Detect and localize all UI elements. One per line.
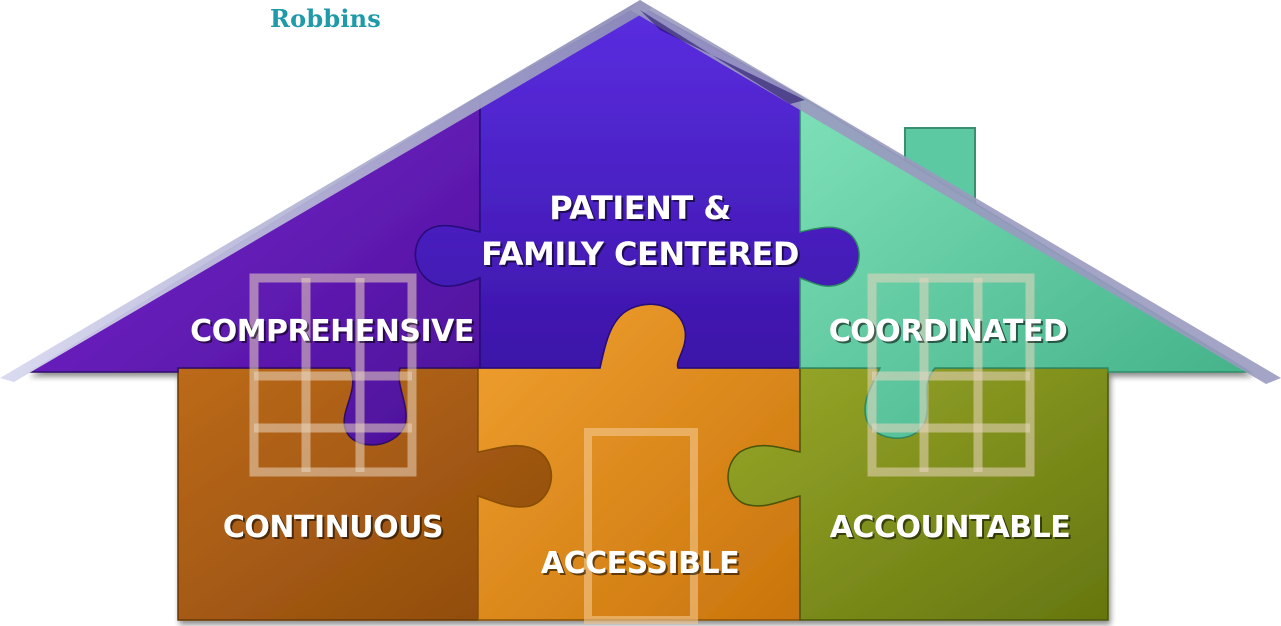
- window-left: [249, 273, 417, 477]
- label-continuous-shadow: CONTINUOUS: [225, 512, 445, 547]
- label-patient-line1-shadow: PATIENT &: [551, 191, 733, 229]
- label-accountable-shadow: ACCOUNTABLE: [832, 512, 1073, 547]
- label-patient-line1: PATIENT &: [549, 189, 731, 227]
- label-continuous: CONTINUOUS: [223, 510, 443, 545]
- label-coordinated-shadow: COORDINATED: [831, 316, 1070, 351]
- window-right: [867, 273, 1035, 477]
- label-patient-line2-shadow: FAMILY CENTERED: [483, 237, 801, 275]
- door: [584, 428, 698, 624]
- label-coordinated: COORDINATED: [829, 314, 1068, 349]
- brand-text: Robbins: [270, 4, 381, 33]
- label-comprehensive: COMPREHENSIVE: [190, 314, 474, 349]
- roof-ridge-shadow: [640, 10, 805, 104]
- roof-trim-left: [0, 0, 652, 382]
- label-accessible-shadow: ACCESSIBLE: [543, 548, 741, 583]
- label-patient-line2: FAMILY CENTERED: [481, 235, 799, 273]
- label-accessible: ACCESSIBLE: [541, 546, 739, 581]
- label-comprehensive-shadow: COMPREHENSIVE: [192, 316, 476, 351]
- label-accountable: ACCOUNTABLE: [830, 510, 1071, 545]
